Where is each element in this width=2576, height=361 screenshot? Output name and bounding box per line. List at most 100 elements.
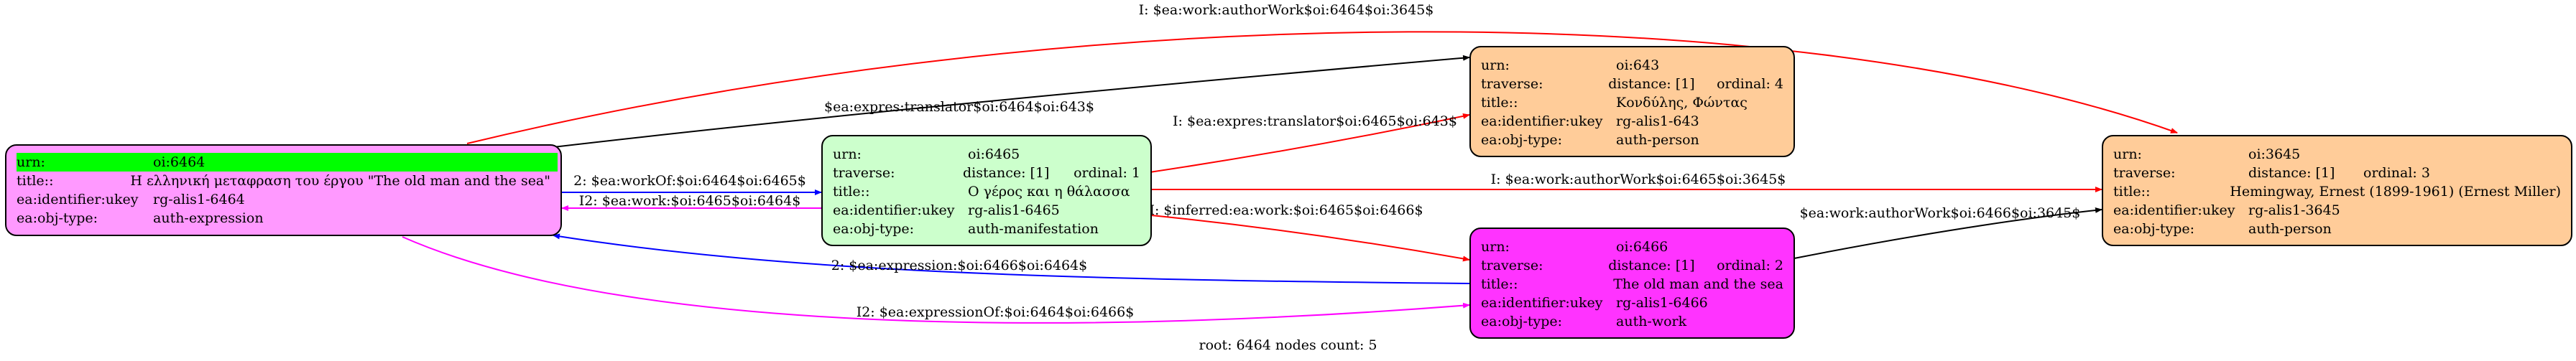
- row-key: ea:obj-type:: [17, 210, 98, 226]
- row-key: urn:: [17, 154, 45, 170]
- row-value: rg-alis1-6466: [1616, 295, 1708, 311]
- edge-label: I2: $ea:expressionOf:$oi:6464$oi:6466$: [857, 304, 1135, 320]
- row-value: oi:6465: [968, 146, 1020, 162]
- row-key: ea:obj-type:: [833, 221, 915, 237]
- node-row-urn: urn: oi:3645: [2113, 145, 2561, 164]
- row-value: auth-person: [2248, 221, 2332, 237]
- node-row-identifier: ea:identifier:ukey rg-alis1-6466: [1481, 294, 1783, 312]
- row-key: title::: [1481, 276, 1518, 292]
- row-extra: ordinal: 4: [1717, 76, 1783, 92]
- node-643[interactable]: urn: oi:643 traverse: distance: [1] ordi…: [1469, 46, 1795, 157]
- edge-label: I: $ea:work:authorWork$oi:6464$oi:3645$: [1139, 2, 1434, 18]
- node-row-objtype: ea:obj-type: auth-manifestation: [833, 220, 1140, 238]
- row-key: traverse:: [1481, 76, 1543, 92]
- node-row-objtype: ea:obj-type: auth-expression: [17, 209, 550, 228]
- row-key: ea:identifier:ukey: [1481, 113, 1603, 129]
- row-value: oi:643: [1616, 57, 1660, 73]
- node-row-traverse: traverse: distance: [1] ordinal: 3: [2113, 164, 2561, 182]
- row-value: Hemingway, Ernest (1899-1961) (Ernest Mi…: [2230, 184, 2561, 200]
- edge-translator-6464-643: [553, 55, 1470, 148]
- edge-label: I: $ea:work:authorWork$oi:6465$oi:3645$: [1491, 172, 1786, 187]
- row-value: oi:6464: [153, 154, 206, 170]
- node-row-title: title:: Κονδύλης, Φώντας: [1481, 93, 1783, 112]
- node-row-traverse: traverse: distance: [1] ordinal: 2: [1481, 256, 1783, 275]
- edge-expression-6466-6464: [553, 233, 1470, 284]
- edge-authorwork-6464-3645: [466, 31, 2178, 144]
- node-3645[interactable]: urn: oi:3645 traverse: distance: [1] ord…: [2102, 135, 2572, 246]
- row-key: urn:: [1481, 239, 1510, 255]
- row-key: ea:identifier:ukey: [833, 202, 955, 218]
- row-key: ea:obj-type:: [1481, 314, 1563, 329]
- node-row-identifier: ea:identifier:ukey rg-alis1-3645: [2113, 201, 2561, 220]
- node-6464[interactable]: urn: oi:6464 title:: Η ελληνική μεταφρασ…: [5, 144, 562, 236]
- node-row-identifier: ea:identifier:ukey rg-alis1-6465: [833, 201, 1140, 220]
- node-row-objtype: ea:obj-type: auth-work: [1481, 312, 1783, 331]
- row-key: ea:identifier:ukey: [2113, 202, 2235, 218]
- node-row-title: title:: The old man and the sea: [1481, 275, 1783, 294]
- edge-inferred-6465-6466: [1150, 215, 1470, 262]
- edge-label: 2: $ea:expression:$oi:6466$oi:6464$: [831, 258, 1088, 273]
- row-key: urn:: [2113, 146, 2142, 162]
- row-value: auth-work: [1616, 314, 1687, 329]
- graph-footer: root: 6464 nodes count: 5: [1199, 337, 1377, 353]
- row-key: title::: [17, 173, 54, 189]
- row-value: The old man and the sea: [1613, 276, 1783, 292]
- row-value: Η ελληνική μεταφραση του έργου "The old …: [130, 173, 550, 189]
- row-value: auth-manifestation: [968, 221, 1099, 237]
- row-value: Ο γέρος και η θάλασσα: [968, 184, 1130, 200]
- node-row-urn: urn: oi:6464: [17, 153, 558, 172]
- row-key: ea:obj-type:: [1481, 132, 1563, 148]
- row-extra: ordinal: 2: [1717, 258, 1783, 273]
- node-row-identifier: ea:identifier:ukey rg-alis1-643: [1481, 112, 1783, 131]
- row-value: auth-person: [1616, 132, 1699, 148]
- node-row-traverse: traverse: distance: [1] ordinal: 1: [833, 164, 1140, 182]
- node-row-traverse: traverse: distance: [1] ordinal: 4: [1481, 75, 1783, 93]
- edge-label: $ea:expres:translator$oi:6464$oi:643$: [824, 99, 1094, 115]
- row-key: traverse:: [2113, 165, 2176, 181]
- node-row-title: title:: Hemingway, Ernest (1899-1961) (E…: [2113, 182, 2561, 201]
- node-row-title: title:: Η ελληνική μεταφραση του έργου "…: [17, 172, 550, 190]
- row-value: distance: [1]: [963, 165, 1050, 181]
- row-key: traverse:: [833, 165, 895, 181]
- row-value: auth-expression: [153, 210, 264, 226]
- row-key: title::: [2113, 184, 2151, 200]
- edge-label: 2: $ea:workOf:$oi:6464$oi:6465$: [573, 173, 806, 189]
- row-value: distance: [1]: [1608, 258, 1695, 273]
- row-key: ea:identifier:ukey: [1481, 295, 1603, 311]
- edge-expressionof-6464-6466: [402, 236, 1470, 324]
- row-value: distance: [1]: [1608, 76, 1695, 92]
- row-key: ea:obj-type:: [2113, 221, 2195, 237]
- node-row-objtype: ea:obj-type: auth-person: [1481, 131, 1783, 149]
- row-key: urn:: [1481, 57, 1510, 73]
- row-value: rg-alis1-6465: [968, 202, 1060, 218]
- node-6465[interactable]: urn: oi:6465 traverse: distance: [1] ord…: [821, 135, 1152, 246]
- edge-label: $ea:work:authorWork$oi:6466$oi:3645$: [1800, 205, 2081, 221]
- edge-label: I: $inferred:ea:work:$oi:6465$oi:6466$: [1149, 202, 1423, 218]
- row-extra: ordinal: 1: [1074, 165, 1140, 181]
- row-value: rg-alis1-3645: [2248, 202, 2340, 218]
- row-key: urn:: [833, 146, 862, 162]
- row-key: ea:identifier:ukey: [17, 192, 139, 207]
- row-key: title::: [833, 184, 870, 200]
- row-key: traverse:: [1481, 258, 1543, 273]
- edge-translator-6465-643: [1149, 113, 1470, 173]
- edge-label: I: $ea:expres:translator$oi:6465$oi:643$: [1173, 113, 1457, 129]
- node-row-urn: urn: oi:6466: [1481, 238, 1783, 256]
- edge-label: I2: $ea:work:$oi:6465$oi:6464$: [579, 193, 801, 209]
- node-row-title: title:: Ο γέρος και η θάλασσα: [833, 182, 1140, 201]
- row-key: title::: [1481, 95, 1518, 111]
- row-value: rg-alis1-643: [1616, 113, 1699, 129]
- row-extra: ordinal: 3: [2363, 165, 2430, 181]
- node-row-urn: urn: oi:6465: [833, 145, 1140, 164]
- node-row-urn: urn: oi:643: [1481, 56, 1783, 75]
- row-value: oi:3645: [2248, 146, 2301, 162]
- row-value: distance: [1]: [2248, 165, 2335, 181]
- row-value: rg-alis1-6464: [153, 192, 245, 207]
- node-6466[interactable]: urn: oi:6466 traverse: distance: [1] ord…: [1469, 228, 1795, 339]
- edge-authorwork-6466-3645: [1793, 207, 2102, 259]
- row-value: Κονδύλης, Φώντας: [1616, 95, 1748, 111]
- row-value: oi:6466: [1616, 239, 1668, 255]
- node-row-identifier: ea:identifier:ukey rg-alis1-6464: [17, 190, 550, 209]
- node-row-objtype: ea:obj-type: auth-person: [2113, 220, 2561, 238]
